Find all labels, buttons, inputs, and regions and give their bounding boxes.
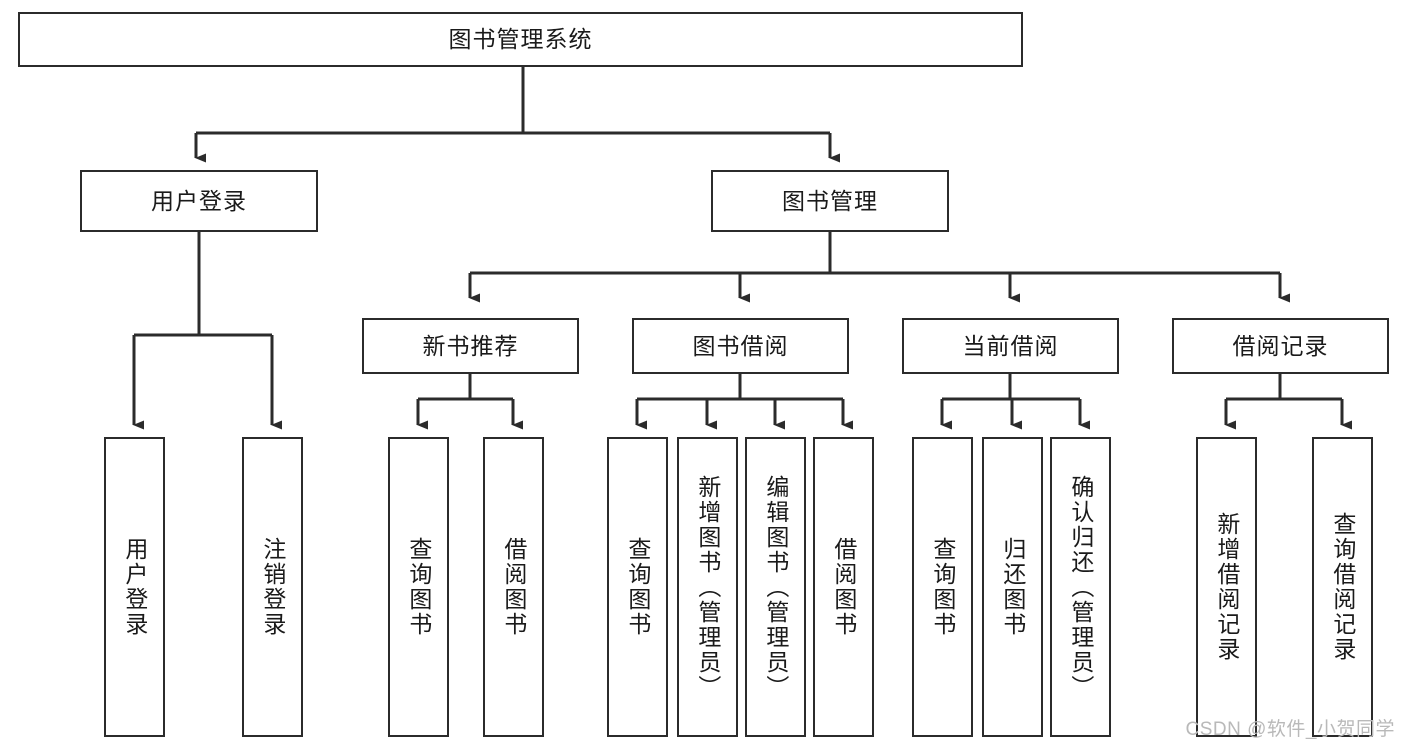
node-new-book-rec[interactable]: 新书推荐 [362, 318, 579, 374]
node-leaf-user-logout[interactable]: 注销登录 [242, 437, 303, 737]
node-leaf-borrow-query[interactable]: 查询图书 [607, 437, 668, 737]
node-leaf-edit-book[interactable]: 编辑图书（管理员） [745, 437, 806, 737]
node-current-borrow-label: 当前借阅 [962, 332, 1059, 359]
node-book-manage-label: 图书管理 [782, 187, 878, 214]
node-leaf-user-login[interactable]: 用户登录 [104, 437, 165, 737]
node-leaf-add-book[interactable]: 新增图书（管理员） [677, 437, 738, 737]
node-leaf-confirm-return-label: 确认归还（管理员） [1067, 474, 1094, 700]
node-book-borrow[interactable]: 图书借阅 [632, 318, 849, 374]
node-borrow-record[interactable]: 借阅记录 [1172, 318, 1389, 374]
node-user-login-label: 用户登录 [151, 187, 247, 214]
node-leaf-borrow-query-label: 查询图书 [624, 537, 651, 637]
node-book-manage[interactable]: 图书管理 [711, 170, 949, 232]
node-root[interactable]: 图书管理系统 [18, 12, 1023, 67]
node-leaf-cur-query-label: 查询图书 [929, 537, 956, 637]
node-current-borrow[interactable]: 当前借阅 [902, 318, 1119, 374]
node-new-book-rec-label: 新书推荐 [422, 332, 519, 359]
node-leaf-add-record[interactable]: 新增借阅记录 [1196, 437, 1257, 737]
node-leaf-add-book-label: 新增图书（管理员） [694, 474, 721, 700]
node-leaf-query-record-label: 查询借阅记录 [1329, 512, 1356, 662]
node-borrow-record-label: 借阅记录 [1232, 332, 1329, 359]
node-leaf-user-logout-label: 注销登录 [259, 537, 286, 637]
node-book-borrow-label: 图书借阅 [692, 332, 789, 359]
node-leaf-rec-borrow-label: 借阅图书 [500, 537, 527, 637]
node-leaf-add-record-label: 新增借阅记录 [1213, 512, 1240, 662]
node-leaf-edit-book-label: 编辑图书（管理员） [762, 474, 789, 700]
node-leaf-cur-query[interactable]: 查询图书 [912, 437, 973, 737]
node-leaf-borrow-book[interactable]: 借阅图书 [813, 437, 874, 737]
node-user-login[interactable]: 用户登录 [80, 170, 318, 232]
node-leaf-rec-borrow[interactable]: 借阅图书 [483, 437, 544, 737]
node-leaf-return-book[interactable]: 归还图书 [982, 437, 1043, 737]
node-leaf-return-book-label: 归还图书 [999, 537, 1026, 637]
node-leaf-user-login-label: 用户登录 [121, 537, 148, 637]
node-leaf-confirm-return[interactable]: 确认归还（管理员） [1050, 437, 1111, 737]
node-root-label: 图书管理系统 [448, 26, 593, 52]
node-leaf-rec-query-label: 查询图书 [405, 537, 432, 637]
node-leaf-query-record[interactable]: 查询借阅记录 [1312, 437, 1373, 737]
node-leaf-rec-query[interactable]: 查询图书 [388, 437, 449, 737]
node-leaf-borrow-book-label: 借阅图书 [830, 537, 857, 637]
